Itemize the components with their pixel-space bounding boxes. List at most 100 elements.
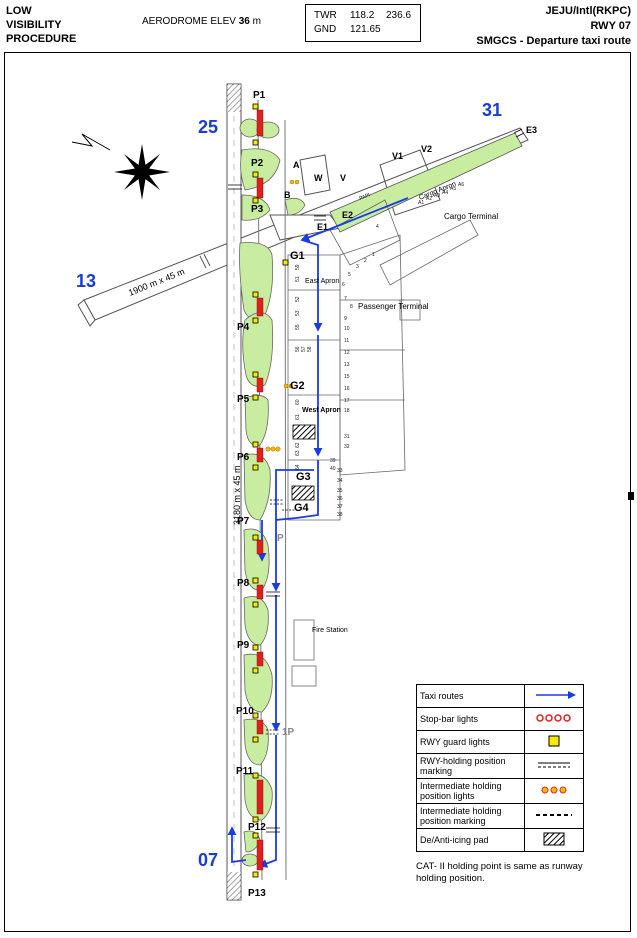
stand-numbers: 51 52 53 55 56 57 58 59 60 61 62 63 64 1… xyxy=(295,182,464,518)
main-runway-07-25 xyxy=(226,83,242,901)
holding-point-label: P2 xyxy=(251,158,264,169)
stand-number: 9 xyxy=(344,316,347,322)
east-taxiways xyxy=(269,149,441,241)
north-arrow-icon xyxy=(71,133,170,200)
stand-number: 38 xyxy=(337,512,343,518)
intermediate-light-icon xyxy=(524,778,584,804)
stand-number: 17 xyxy=(344,398,350,404)
area-label: Cargo Terminal xyxy=(444,212,498,221)
stand-number: 8 xyxy=(350,304,353,310)
area-label: PAPI xyxy=(359,192,371,202)
area-label: Fire Station xyxy=(312,627,348,634)
freq-value: 121.65 xyxy=(350,24,381,35)
stand-number: 62 xyxy=(295,442,301,448)
procedure-line: VISIBILITY xyxy=(6,19,62,31)
frequency-row-gnd: GND 121.65 xyxy=(314,24,381,35)
stand-number: A2 xyxy=(426,196,432,202)
chart-title: SMGCS - Departure taxi route xyxy=(476,35,631,47)
stand-number: 4 xyxy=(376,224,379,230)
taxiway-label: E2 xyxy=(342,210,353,220)
stand-number: A1 xyxy=(418,200,424,206)
taxiway-label: W xyxy=(314,173,323,183)
taxiway-label: G4 xyxy=(294,502,310,514)
holding-point-label: P9 xyxy=(237,640,250,651)
area-label: West Apron xyxy=(302,407,341,414)
legend-label: Stop-bar lights xyxy=(416,707,525,731)
stand-number: 7 xyxy=(344,296,347,302)
stand-number: 6 xyxy=(342,282,345,288)
holding-point-label: P5 xyxy=(237,394,250,405)
legend-label: RWY-holding position marking xyxy=(416,753,525,779)
stand-number: 60 xyxy=(295,399,301,405)
stand-number: 64 xyxy=(295,464,301,470)
stand-number: 53 xyxy=(295,310,301,316)
holding-point-label: P6 xyxy=(237,452,250,463)
intermediate-holding-lights xyxy=(265,179,300,452)
holding-markings xyxy=(228,128,525,833)
holding-point-label: P7 xyxy=(237,516,250,527)
area-label: East Apron xyxy=(305,278,339,285)
taxiway-label: G3 xyxy=(296,471,311,483)
stand-number: 55 xyxy=(295,324,301,330)
taxiway-labels: A B W V V1 V2 E1 E2 E3 G1 G2 G3 G4 xyxy=(284,125,537,514)
rwy-end-31: 31 xyxy=(482,100,502,120)
freq-name: GND xyxy=(314,24,337,35)
chart-header: LOW VISIBILITY PROCEDURE AERODROME ELEV … xyxy=(0,0,637,48)
stand-number: 39 xyxy=(330,458,336,464)
legend-row: RWY guard lights xyxy=(416,730,584,754)
stand-number: 33 xyxy=(337,468,343,474)
holding-point-label: P12 xyxy=(248,822,266,833)
taxiway-label: A xyxy=(293,160,300,170)
chart-title-block: JEJU/Intl(RKPC) RWY 07 SMGCS - Departure… xyxy=(476,4,631,49)
stand-number: 35 xyxy=(337,488,343,494)
holding-point-label: P10 xyxy=(236,706,254,717)
stand-number: 15 xyxy=(344,374,350,380)
stand-number: 34 xyxy=(337,478,343,484)
stand-number: 36 xyxy=(337,496,343,502)
taxiway-label: G1 xyxy=(290,250,305,262)
stand-number: 61 xyxy=(295,414,301,420)
hatched-pad-icon xyxy=(524,828,584,852)
stand-number: 59 xyxy=(295,264,301,270)
procedure-title: LOW VISIBILITY PROCEDURE xyxy=(6,4,76,46)
legend-row: Intermediate holding position marking xyxy=(416,803,584,829)
rwy-guard-lights xyxy=(252,103,289,878)
freq-value: 236.6 xyxy=(386,10,412,21)
holding-point-label: P13 xyxy=(248,888,266,899)
holding-point-label: P3 xyxy=(251,204,264,215)
legend-table: Taxi routes Stop-bar lights RWY guard li… xyxy=(416,684,584,852)
stand-number: 56 xyxy=(295,346,301,352)
stand-number: 18 xyxy=(344,408,350,414)
legend-row: Stop-bar lights xyxy=(416,707,584,731)
stand-number: A3 xyxy=(434,193,440,199)
procedure-line: LOW xyxy=(6,5,32,17)
main-runway-dims: 3180 m x 45 m xyxy=(232,465,242,525)
stand-number: A6 xyxy=(458,182,464,188)
stand-number: 31 xyxy=(344,434,350,440)
holding-marking-icon xyxy=(524,753,584,779)
rwy-end-13: 13 xyxy=(76,271,96,291)
intermediate-point-label: 1P xyxy=(282,727,295,738)
elev-label: AERODROME ELEV xyxy=(142,16,236,27)
taxi-route-arrow-icon xyxy=(524,684,584,708)
holding-point-label: P1 xyxy=(253,90,266,101)
taxiway-label: V xyxy=(340,173,346,183)
apron-stands xyxy=(287,199,479,687)
stand-number: 57 xyxy=(301,346,307,352)
holding-point-label: P4 xyxy=(237,322,250,333)
stand-number: 51 xyxy=(295,276,301,282)
legend-label: Intermediate holding position lights xyxy=(416,778,525,804)
stand-number: 11 xyxy=(344,338,349,344)
stand-number: 1 xyxy=(372,252,375,258)
holding-point-label: P11 xyxy=(236,766,254,777)
de-icing-pad xyxy=(292,424,316,440)
elev-value: 36 xyxy=(238,16,250,27)
legend-row: Taxi routes xyxy=(416,684,584,708)
airport-name: JEJU/Intl(RKPC) xyxy=(545,5,631,17)
taxiway-label: G2 xyxy=(290,380,305,392)
legend-row: RWY-holding position marking xyxy=(416,753,584,779)
stand-number: 32 xyxy=(344,444,350,450)
legend-row: Intermediate holding position lights xyxy=(416,778,584,804)
